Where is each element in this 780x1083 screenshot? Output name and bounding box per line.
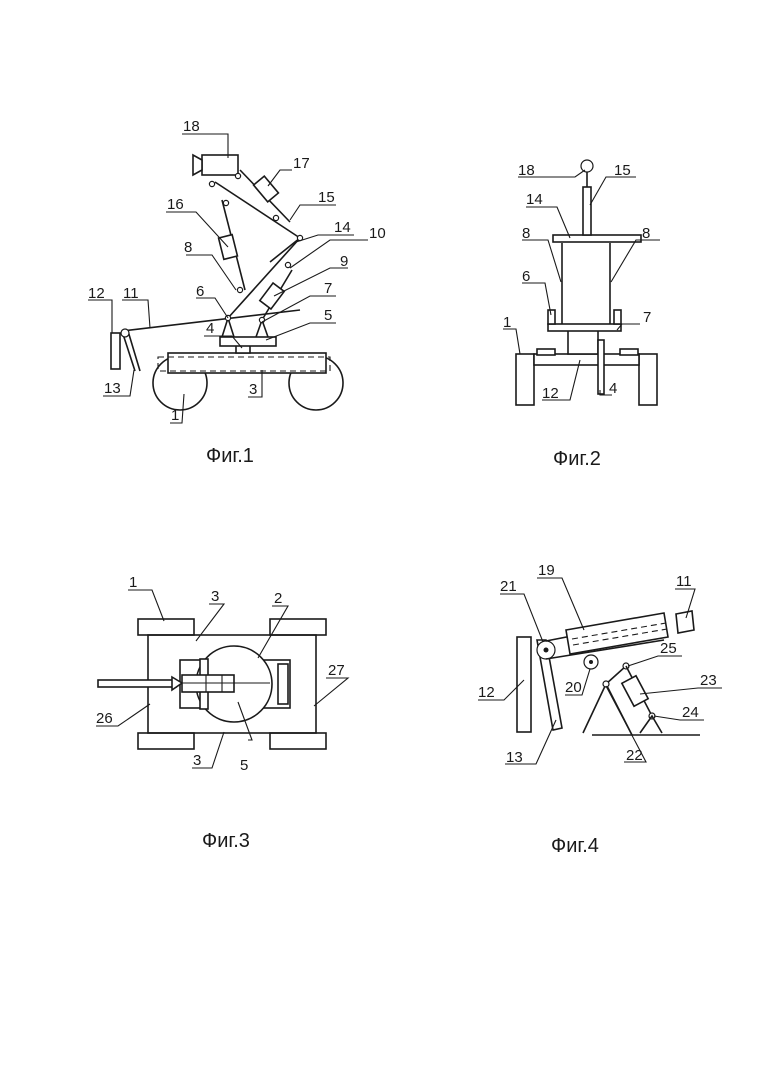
fig1-platform bbox=[220, 337, 276, 346]
fig3-bracket-right bbox=[278, 664, 288, 704]
fig4-label: 25 bbox=[660, 640, 677, 657]
fig4-label: 19 bbox=[538, 562, 555, 579]
fig2-pad-left bbox=[537, 349, 555, 355]
fig1-label: 15 bbox=[318, 189, 335, 206]
fig3-track-bl bbox=[138, 733, 194, 749]
fig4-label: 24 bbox=[682, 704, 699, 721]
fig3-caption: Фиг.3 bbox=[202, 830, 250, 852]
fig3-label: 2 bbox=[274, 590, 282, 607]
fig1-label: 6 bbox=[196, 283, 204, 300]
fig3-label: 3 bbox=[193, 752, 201, 769]
figure-3: 1 3 2 27 26 3 5 Фиг.3 bbox=[96, 574, 348, 852]
fig1-label: 7 bbox=[324, 280, 332, 297]
fig2-support-6 bbox=[548, 310, 555, 324]
fig4-label: 11 bbox=[676, 573, 692, 590]
fig1-label: 5 bbox=[324, 307, 332, 324]
fig2-label: 6 bbox=[522, 268, 530, 285]
fig1-label: 3 bbox=[249, 381, 257, 398]
fig2-crossbar bbox=[553, 235, 641, 242]
fig2-label: 8 bbox=[522, 225, 530, 242]
fig1-label: 4 bbox=[206, 320, 214, 337]
fig1-caption: Фиг.1 bbox=[206, 445, 254, 467]
fig3-boom bbox=[98, 680, 176, 687]
fig2-mast bbox=[583, 187, 591, 235]
fig1-label: 1 bbox=[171, 407, 179, 424]
fig3-label: 27 bbox=[328, 662, 345, 679]
fig4-caption: Фиг.4 bbox=[551, 835, 599, 857]
fig1-chassis bbox=[168, 353, 326, 373]
fig2-label: 1 bbox=[503, 314, 511, 331]
fig2-label: 15 bbox=[614, 162, 631, 179]
fig4-label: 21 bbox=[500, 578, 517, 595]
fig1-label: 8 bbox=[184, 239, 192, 256]
figure-4: 19 11 21 25 23 12 20 24 13 22 Фиг.4 bbox=[478, 562, 722, 857]
fig1-label: 10 bbox=[369, 225, 386, 242]
fig3-track-br bbox=[270, 733, 326, 749]
fig2-caption: Фиг.2 bbox=[553, 448, 601, 470]
fig1-label: 14 bbox=[334, 219, 351, 236]
fig2-post bbox=[598, 340, 604, 394]
fig1-link bbox=[270, 238, 300, 262]
fig1-leaders bbox=[88, 134, 368, 423]
fig3-track-tr bbox=[270, 619, 326, 635]
fig2-label: 14 bbox=[526, 191, 543, 208]
fig3-label: 5 bbox=[240, 757, 248, 774]
fig1-label: 17 bbox=[293, 155, 310, 172]
fig1-cylinder-9 bbox=[260, 283, 284, 309]
fig1-cylinder-17 bbox=[254, 176, 279, 202]
fig2-label: 8 bbox=[642, 225, 650, 242]
fig1-label: 9 bbox=[340, 253, 348, 270]
fig4-label: 23 bbox=[700, 672, 717, 689]
fig3-label: 1 bbox=[129, 574, 137, 591]
fig3-track-tl bbox=[138, 619, 194, 635]
figure-2: 18 15 14 8 8 6 7 1 12 4 Фиг.2 bbox=[503, 160, 660, 470]
fig1-lever-12 bbox=[111, 333, 120, 369]
fig1-arm-13b bbox=[128, 331, 140, 371]
fig4-leaders bbox=[478, 578, 722, 764]
fig2-label: 7 bbox=[643, 309, 651, 326]
fig1-label: 13 bbox=[104, 380, 121, 397]
fig2-track-left bbox=[516, 354, 534, 405]
fig1-label: 16 bbox=[167, 196, 184, 213]
fig4-link bbox=[606, 666, 626, 684]
fig4-mount-24 bbox=[640, 716, 662, 733]
fig4-label: 22 bbox=[626, 747, 643, 764]
figure-1: 18 17 16 15 14 10 8 9 6 7 12 11 5 4 13 3… bbox=[88, 118, 386, 467]
fig2-camera bbox=[581, 160, 593, 172]
fig1-camera bbox=[202, 155, 238, 175]
fig2-track-right bbox=[639, 354, 657, 405]
fig2-platform bbox=[548, 324, 621, 331]
fig1-camera-lens bbox=[193, 155, 202, 175]
fig3-label: 26 bbox=[96, 710, 113, 727]
fig1-label: 12 bbox=[88, 285, 105, 302]
fig2-label: 4 bbox=[609, 380, 617, 397]
fig4-label: 12 bbox=[478, 684, 495, 701]
fig1-label: 11 bbox=[123, 285, 139, 302]
fig4-camera-11 bbox=[676, 611, 694, 633]
fig4-label: 20 bbox=[565, 679, 582, 696]
fig2-label: 18 bbox=[518, 162, 535, 179]
fig2-column bbox=[568, 330, 598, 354]
fig1-hinge-12 bbox=[121, 329, 129, 337]
fig2-label: 12 bbox=[542, 385, 559, 402]
fig4-leg-left bbox=[583, 684, 606, 733]
fig2-pad-right bbox=[620, 349, 638, 355]
fig4-cylinder-23 bbox=[622, 676, 648, 706]
fig1-arm-main bbox=[228, 238, 300, 318]
fig2-support-7 bbox=[614, 310, 621, 324]
fig4-label: 13 bbox=[506, 749, 523, 766]
fig1-label: 18 bbox=[183, 118, 200, 135]
fig3-label: 3 bbox=[211, 588, 219, 605]
